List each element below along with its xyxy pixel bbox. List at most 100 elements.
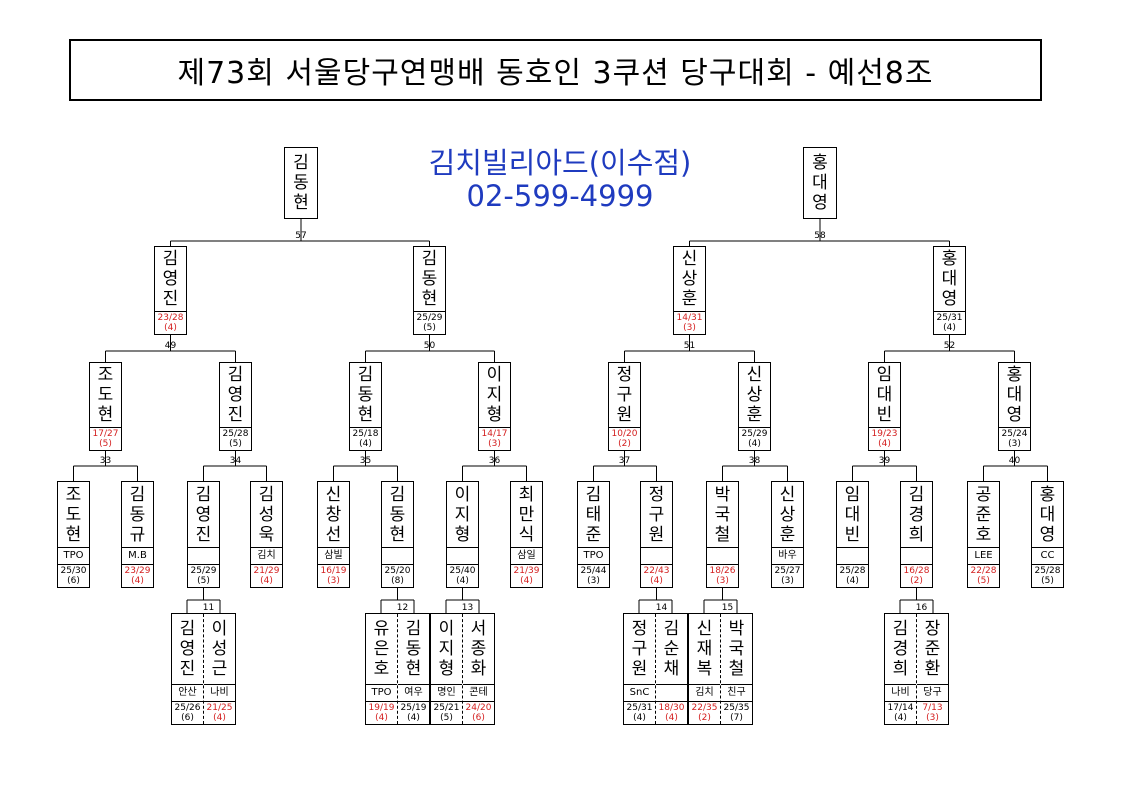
score-value: 25/19 xyxy=(400,703,427,713)
score-value: 23/29 xyxy=(124,566,151,576)
score-value: 19/19 xyxy=(368,703,395,713)
player-club xyxy=(447,547,478,564)
score-value: 14/17 xyxy=(481,429,508,439)
player-club: 삼빌 xyxy=(318,547,349,564)
match-score: 25/26(6) xyxy=(172,701,203,724)
match-score: 18/26(3) xyxy=(707,564,738,587)
match-number: 52 xyxy=(944,341,955,351)
player-club xyxy=(382,547,413,564)
inning-value: (6) xyxy=(67,576,80,586)
inning-value: (3) xyxy=(716,576,729,586)
inning-value: (4) xyxy=(213,713,226,723)
inning-value: (4) xyxy=(131,576,144,586)
inning-value: (3) xyxy=(587,576,600,586)
match-score: 23/29(4) xyxy=(122,564,153,587)
player-club: 여우 xyxy=(398,684,429,701)
match-score: 25/29(4) xyxy=(739,427,770,450)
match-score: 25/28(5) xyxy=(1032,564,1063,587)
match-score: 25/21(5) xyxy=(431,701,462,724)
match-score: 17/14(4) xyxy=(885,701,916,724)
inning-value: (5) xyxy=(440,713,453,723)
player-club: 김치 xyxy=(251,547,282,564)
match-score: 22/35(2) xyxy=(689,701,720,724)
player-club xyxy=(656,684,687,701)
match-number: 35 xyxy=(360,456,371,466)
match-number: 37 xyxy=(619,456,630,466)
match-number: 12 xyxy=(397,603,408,613)
player-club: 나비 xyxy=(885,684,916,701)
inning-value: (3) xyxy=(1008,439,1021,449)
inning-value: (4) xyxy=(665,713,678,723)
inning-value: (5) xyxy=(1041,576,1054,586)
score-value: 25/28 xyxy=(222,429,249,439)
player-club xyxy=(707,547,738,564)
player-club: TPO xyxy=(578,547,609,564)
score-value: 21/39 xyxy=(513,566,540,576)
score-value: 22/28 xyxy=(970,566,997,576)
match-score: 25/31(4) xyxy=(934,311,965,334)
player-club: 삼일 xyxy=(511,547,542,564)
inning-value: (4) xyxy=(943,323,956,333)
inning-value: (5) xyxy=(99,439,112,449)
match-score: 25/28(4) xyxy=(837,564,868,587)
match-score: 18/30(4) xyxy=(656,701,687,724)
player-club: 콘테 xyxy=(463,684,494,701)
inning-value: (4) xyxy=(846,576,859,586)
match-score: 21/29(4) xyxy=(251,564,282,587)
player-club: 나비 xyxy=(204,684,235,701)
match-score: 14/31(3) xyxy=(674,311,705,334)
inning-value: (7) xyxy=(730,713,743,723)
inning-value: (3) xyxy=(926,713,939,723)
score-value: 25/29 xyxy=(190,566,217,576)
match-score: 25/30(6) xyxy=(58,564,89,587)
score-value: 25/31 xyxy=(626,703,653,713)
inning-value: (4) xyxy=(520,576,533,586)
inning-value: (2) xyxy=(618,439,631,449)
match-score: 25/19(4) xyxy=(398,701,429,724)
score-value: 19/23 xyxy=(871,429,898,439)
score-value: 22/43 xyxy=(643,566,670,576)
score-value: 17/27 xyxy=(92,429,119,439)
match-number: 36 xyxy=(489,456,501,466)
match-score: 24/20(6) xyxy=(463,701,494,724)
inning-value: (3) xyxy=(488,439,501,449)
score-value: 25/21 xyxy=(433,703,460,713)
